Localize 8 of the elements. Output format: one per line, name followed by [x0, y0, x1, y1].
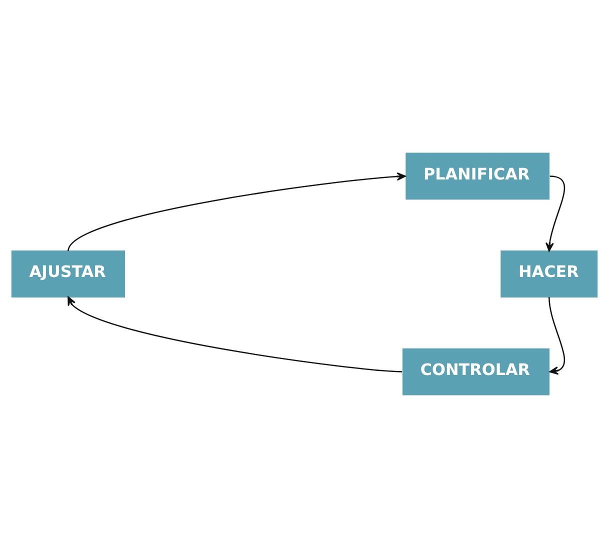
arrow: [68, 296, 402, 372]
node-box: CONTROLAR: [402, 348, 550, 396]
node-box: HACER: [500, 250, 598, 298]
arrow: [68, 172, 406, 252]
node-box: PLANIFICAR: [406, 152, 550, 200]
arrow: [546, 176, 566, 252]
node-box: AJUSTAR: [11, 250, 126, 298]
arrow: [548, 297, 566, 375]
